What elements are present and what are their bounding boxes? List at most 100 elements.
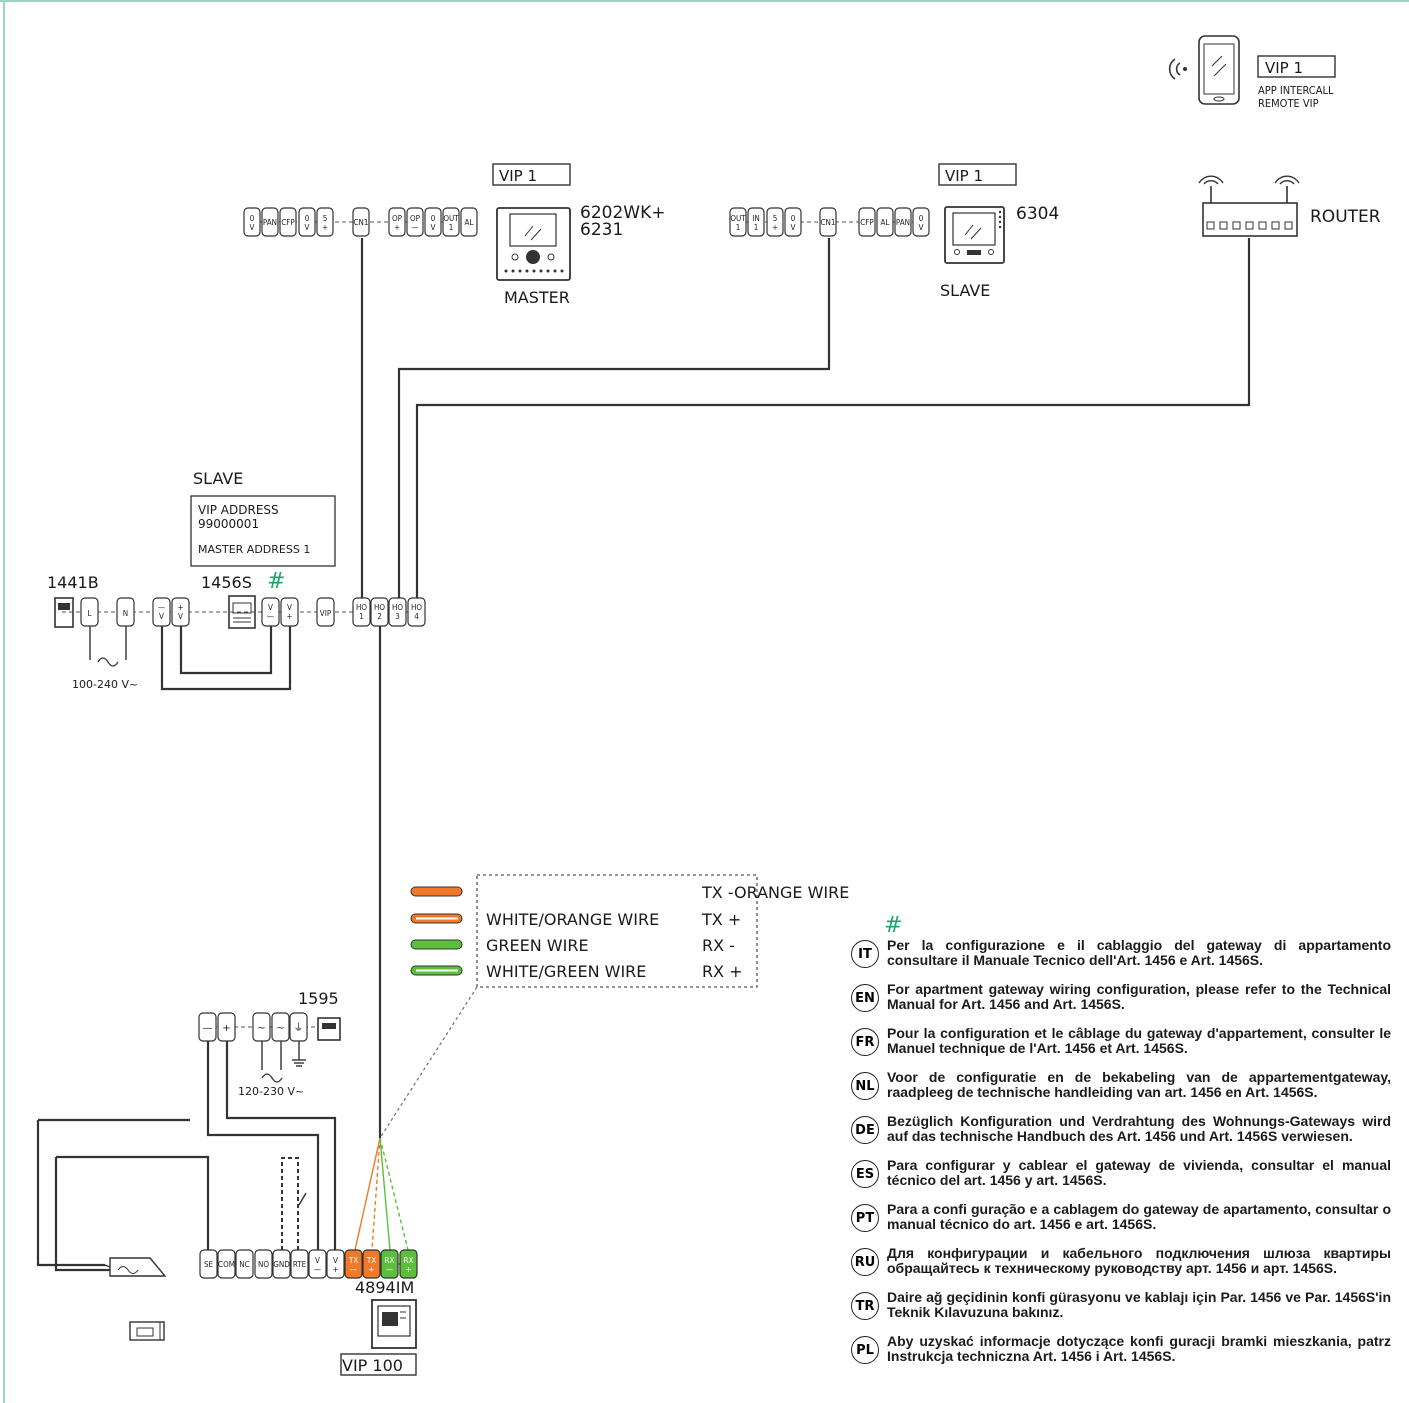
note-text: Bezüglich Konfiguration und Verdrahtung …	[887, 1113, 1391, 1144]
power-wire-negative	[160, 626, 292, 691]
odu-terminals-terminal-2	[235, 1249, 254, 1279]
wire-sample-2	[410, 939, 463, 950]
odu-terminals-terminal-label-9: TX+	[366, 1256, 376, 1274]
master-terminals-terminal-9	[442, 207, 460, 237]
wireless-signal-icon	[1168, 58, 1187, 80]
slave-terminals-terminal-7	[894, 207, 912, 237]
wire-sample-0	[410, 886, 463, 897]
odu-terminals-terminal-8	[344, 1249, 363, 1279]
app-vip-box	[1257, 55, 1336, 78]
master-terminals-terminal-3	[298, 207, 316, 237]
master-vip-box	[492, 163, 571, 186]
odu-terminals-terminal-label-0: SE	[204, 1260, 214, 1269]
psu2-terminal-label-3: ~	[276, 1023, 284, 1034]
wire-legend-right-3: RX +	[702, 962, 743, 981]
outdoor-unit-model-label: 4894IM	[355, 1278, 414, 1297]
odu-terminals-terminal-6	[308, 1249, 327, 1279]
odu-terminals-terminal-1	[217, 1249, 236, 1279]
gateway-vip-address-value: 99000001	[198, 517, 259, 531]
slave-terminals-terminal-label-2: 5+	[772, 214, 778, 232]
odu-terminals-terminal-label-1: COM	[218, 1260, 235, 1269]
gateway-vip-address-label: VIP ADDRESS	[198, 503, 279, 517]
psu2-terminal-label-4: ⏚	[294, 1022, 304, 1034]
smartphone-icon	[1198, 35, 1240, 105]
slave-model-label: 6304	[1016, 204, 1059, 224]
gateway-terminal-label-4: V—	[267, 603, 274, 621]
odu-terminals-terminal-10	[380, 1249, 399, 1279]
language-badge: IT	[851, 940, 879, 968]
master-terminals-terminal-5	[352, 207, 370, 237]
language-badge: RU	[851, 1248, 879, 1276]
master-vip-label: VIP 1	[499, 167, 537, 185]
master-model-line1: 6202WK+	[580, 203, 665, 223]
slave-role-label: SLAVE	[940, 281, 990, 300]
outdoor-vip-label: VIP 100	[342, 1356, 403, 1375]
door-lock-icon	[104, 1257, 167, 1277]
language-badge: PT	[851, 1204, 879, 1232]
outdoor-unit-icon	[371, 1299, 417, 1349]
app-name-line1: APP INTERCALL	[1258, 84, 1334, 97]
slave-terminals-terminal-label-6: AL	[881, 218, 890, 227]
odu-terminals-terminal-label-8: TX—	[348, 1256, 358, 1274]
language-badge: PL	[851, 1336, 879, 1364]
app-name-line2: REMOTE VIP	[1258, 97, 1319, 110]
psu2-device-icon	[317, 1017, 341, 1041]
slave-vip-box	[938, 163, 1017, 186]
note-text: Voor de configuratie en de bekabeling va…	[887, 1069, 1391, 1100]
note-text: Pour la configuration et le câblage du g…	[887, 1025, 1391, 1056]
master-role-label: MASTER	[504, 288, 570, 307]
slave-terminals-terminal-4	[819, 207, 837, 237]
master-terminals-terminal-10	[460, 207, 478, 237]
slave-terminals-terminal-2	[766, 207, 784, 237]
note-row-nl: NL Voor de configuratie en de bekabeling …	[851, 1070, 1391, 1108]
master-terminals-terminal-label-4: 5+	[322, 214, 328, 232]
psu2-terminal-label-0: —	[203, 1023, 213, 1034]
master-model-line2: 6231	[580, 220, 623, 240]
psu-voltage-label: 100-240 V~	[72, 678, 138, 691]
odu-terminals-terminal-label-10: RX—	[385, 1256, 395, 1274]
wire-legend-left-2: GREEN WIRE	[486, 936, 589, 955]
gateway-terminal-8	[370, 597, 389, 627]
wire-legend-right-1: TX +	[701, 910, 741, 929]
power-wire-positive	[179, 626, 273, 675]
master-terminals-terminal-1	[261, 207, 279, 237]
slave-vip-label: VIP 1	[945, 167, 983, 185]
odu-terminals-terminal-label-5: RTE	[293, 1260, 307, 1269]
master-terminals-terminal-label-6: OP+	[392, 214, 403, 232]
slave-monitor-icon	[944, 206, 1005, 264]
slave-terminals-terminal-3	[784, 207, 802, 237]
wire-legend-right-2: RX -	[702, 936, 735, 955]
gateway-address-box	[190, 495, 336, 567]
language-badge: DE	[851, 1116, 879, 1144]
master-terminals-terminal-8	[424, 207, 442, 237]
outdoor-vip-box	[340, 1353, 417, 1376]
language-badge: NL	[851, 1072, 879, 1100]
language-badge: FR	[851, 1028, 879, 1056]
psu-model-label: 1441B	[47, 573, 99, 592]
master-terminals-terminal-label-7: OP—	[410, 214, 421, 232]
odu-terminals-terminal-label-3: NO	[258, 1260, 269, 1269]
router-label: ROUTER	[1310, 207, 1381, 227]
master-terminals-terminal-label-10: AL	[465, 218, 474, 227]
slave-terminals-terminal-label-7: PAN	[896, 218, 910, 227]
psu2-model-label: 1595	[298, 989, 339, 1008]
note-text: Para a confi guração e a cablagem do gat…	[887, 1201, 1391, 1232]
